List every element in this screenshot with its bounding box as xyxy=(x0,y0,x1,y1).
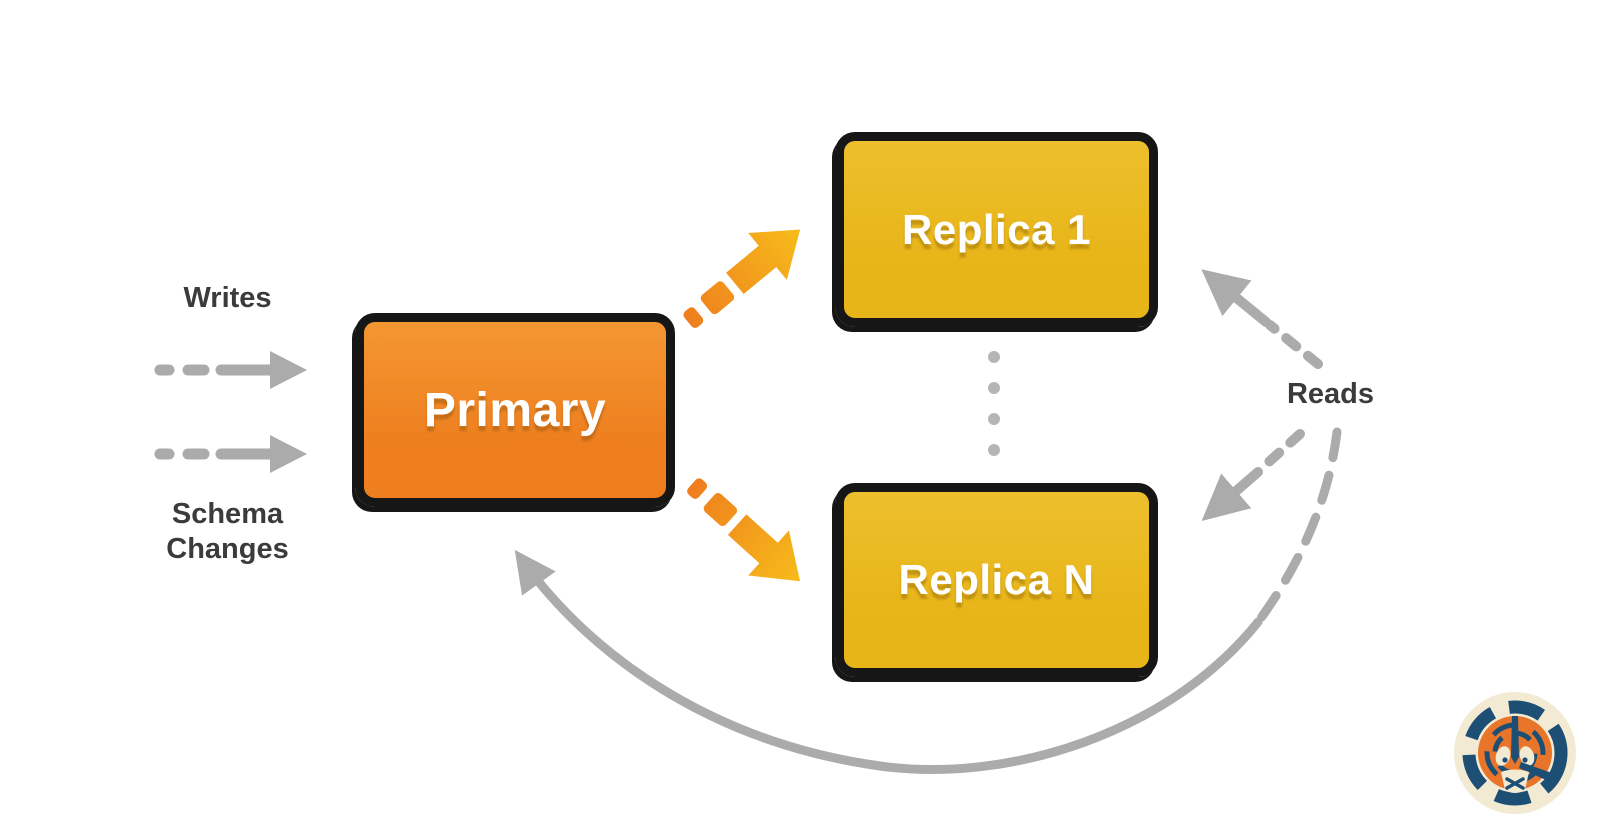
reads-arrow-replica1 xyxy=(1201,269,1323,369)
reads-arrow-replicaN xyxy=(1201,429,1305,522)
reads-label: Reads xyxy=(1286,378,1375,410)
replication-arrow-up xyxy=(668,206,820,346)
writes-arrow xyxy=(154,351,307,389)
reads-return-curve xyxy=(514,427,1342,774)
replica1-node-label: Replica 1 xyxy=(902,205,1091,253)
replication-arrow-down xyxy=(671,461,821,604)
primary-node-label: Primary xyxy=(423,383,607,437)
replica1-node: Replica 1 xyxy=(835,132,1158,327)
primary-node: Primary xyxy=(355,313,675,507)
schema-changes-label: Schema Changes xyxy=(166,498,289,565)
tiger-logo-icon xyxy=(1452,690,1578,816)
schema-changes-arrow xyxy=(154,435,307,473)
replicaN-node: Replica N xyxy=(835,483,1158,677)
replicaN-node-label: Replica N xyxy=(898,556,1095,603)
replica-ellipsis-dots xyxy=(988,351,1000,456)
writes-label: Writes xyxy=(183,282,272,314)
